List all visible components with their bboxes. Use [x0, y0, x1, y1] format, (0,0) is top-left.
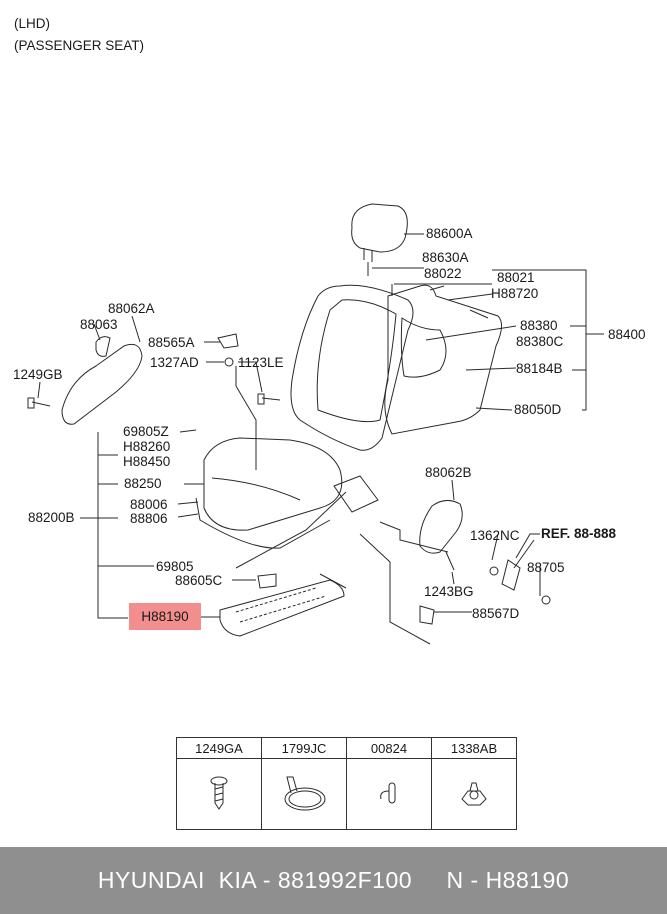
label-88400[interactable]: 88400 — [608, 327, 646, 342]
label-88705[interactable]: 88705 — [527, 560, 565, 575]
label-H88450[interactable]: H88450 — [123, 454, 171, 469]
footer-part: N - H88190 — [446, 867, 570, 893]
label-88380C[interactable]: 88380C — [516, 334, 564, 349]
label-88250[interactable]: 88250 — [124, 476, 162, 491]
label-88050D[interactable]: 88050D — [514, 402, 562, 417]
fasteners-drawing — [27, 262, 551, 605]
label-88062A[interactable]: 88062A — [108, 301, 155, 316]
nut-icon — [461, 782, 487, 805]
buckle-drawing — [501, 539, 535, 591]
legend-code-1249GA: 1249GA — [176, 737, 262, 759]
seat-exploded-diagram — [27, 203, 604, 645]
label-88605C[interactable]: 88605C — [175, 573, 223, 588]
label-88565A[interactable]: 88565A — [148, 335, 195, 350]
header-passenger-seat: (PASSENGER SEAT) — [14, 38, 145, 53]
legend-pin-cell — [346, 758, 432, 830]
seat-cushion-drawing — [195, 437, 343, 549]
label-88021[interactable]: 88021 — [497, 270, 535, 285]
label-1123LE[interactable]: 1123LE — [238, 355, 284, 370]
footer-brand: HYUNDAI KIA - 881992F100 — [97, 867, 413, 893]
label-1327AD[interactable]: 1327AD — [150, 355, 199, 370]
header-lhd: (LHD) — [14, 16, 50, 31]
label-69805Z[interactable]: 69805Z — [123, 424, 169, 439]
leader-lines — [37, 233, 604, 619]
legend-clamp-cell — [261, 758, 347, 830]
label-69805[interactable]: 69805 — [156, 559, 194, 574]
legend-code-00824: 00824 — [346, 737, 432, 759]
legend-screw-cell — [176, 758, 262, 830]
side-cover-drawing — [333, 475, 463, 554]
label-H88190-highlighted[interactable]: H88190 — [129, 603, 201, 630]
legend-code-1799JC: 1799JC — [261, 737, 347, 759]
seat-back-drawing — [290, 284, 502, 451]
guide-lines — [359, 521, 449, 645]
footer-bar: HYUNDAI KIA - 881992F100 N - H88190 — [0, 847, 667, 914]
label-88806[interactable]: 88806 — [130, 511, 168, 526]
label-88600A[interactable]: 88600A — [426, 226, 473, 241]
label-88006[interactable]: 88006 — [130, 497, 168, 512]
left-trim-drawing — [61, 336, 143, 425]
label-H88720[interactable]: H88720 — [491, 286, 539, 301]
legend-nut-cell — [431, 758, 517, 830]
clamp-icon — [284, 776, 326, 810]
label-1243BG[interactable]: 1243BG — [424, 584, 474, 599]
label-88022[interactable]: 88022 — [424, 266, 462, 281]
legend-code-1338AB: 1338AB — [431, 737, 517, 759]
label-88200B[interactable]: 88200B — [28, 510, 75, 525]
mat-drawing — [219, 573, 347, 637]
label-88567D[interactable]: 88567D — [472, 606, 520, 621]
label-88380[interactable]: 88380 — [520, 318, 558, 333]
label-88062B[interactable]: 88062B — [425, 465, 472, 480]
label-1362NC[interactable]: 1362NC — [470, 528, 520, 543]
label-1249GB[interactable]: 1249GB — [13, 367, 63, 382]
label-88184B[interactable]: 88184B — [516, 361, 563, 376]
ref-label[interactable]: REF. 88-888 — [541, 526, 617, 541]
pin-icon — [380, 782, 396, 803]
label-88630A[interactable]: 88630A — [422, 250, 469, 265]
headrest-drawing — [351, 203, 408, 262]
screw-icon — [210, 776, 228, 810]
fastener-legend-table: 1249GA 1799JC 00824 1338AB — [176, 737, 517, 830]
bottom-bracket-drawing — [419, 605, 435, 625]
label-H88260[interactable]: H88260 — [123, 439, 171, 454]
label-88063[interactable]: 88063 — [80, 317, 118, 332]
